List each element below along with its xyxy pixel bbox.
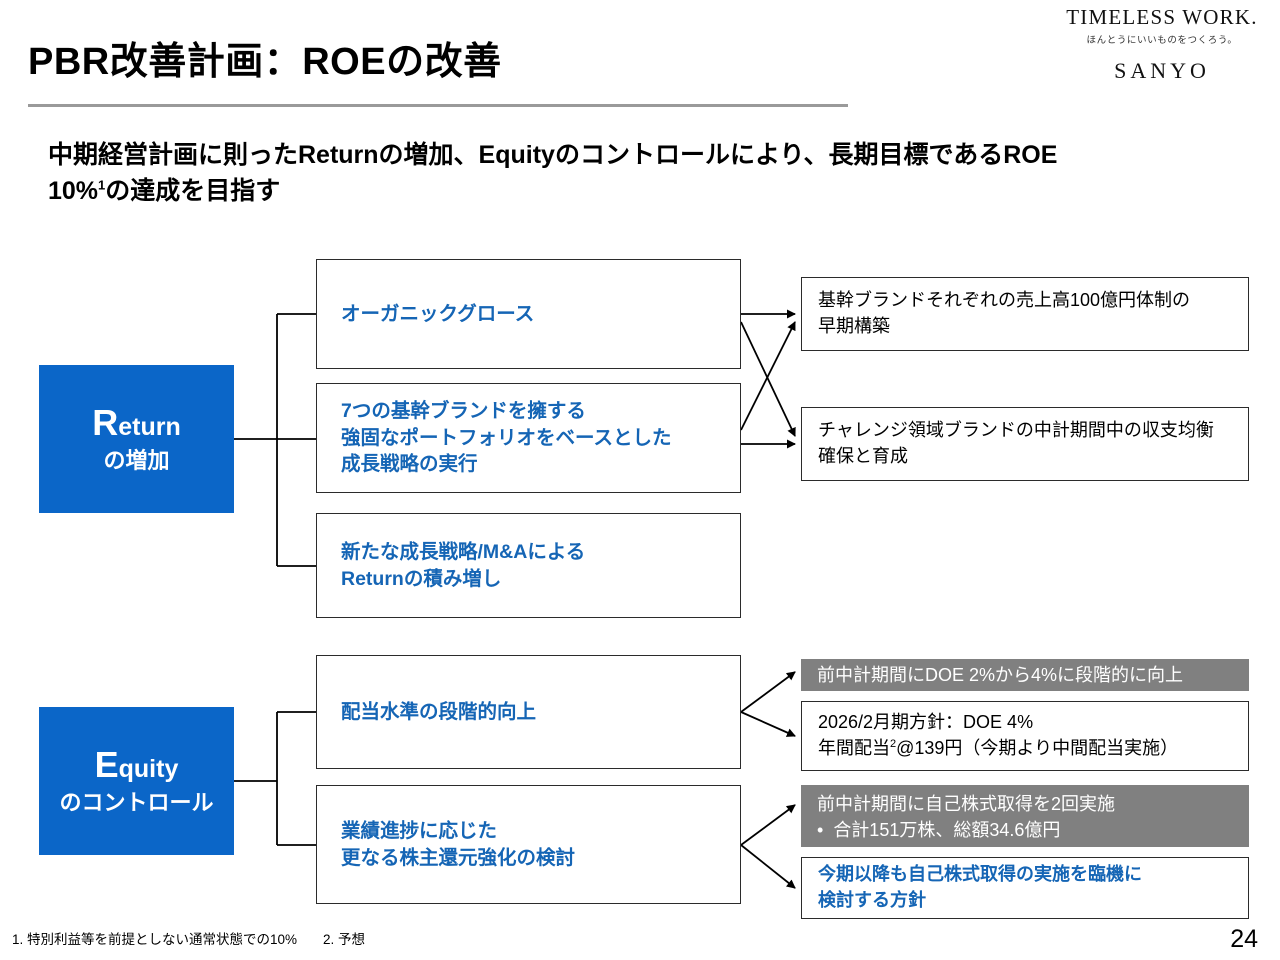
footnote-1: 1. 特別利益等を前提としない通常状態での10% — [12, 932, 298, 947]
driver-box-shareholder-return[interactable]: 業績進捗に応じた 更なる株主還元強化の検討 — [316, 785, 741, 904]
outcome-box-challenge-brand-balance[interactable]: チャレンジ領域ブランドの中計期間中の収支均衡 確保と育成 — [801, 407, 1249, 481]
pillar-return-rest: eturn — [118, 412, 181, 441]
company-logo: TIMELESS WORK. ほんとうにいいものをつくろう。 SANYO — [1058, 5, 1266, 84]
pillar-return-title: Return — [92, 401, 181, 443]
pillar-return-initial: R — [92, 401, 119, 443]
outcome-bar-buyback-history-label: 前中計期間に自己株式取得を2回実施 • 合計151万株、総額34.6億円 — [817, 791, 1115, 843]
driver-box-dividend-increase[interactable]: 配当水準の段階的向上 — [316, 655, 741, 769]
outcome-box-doe-policy-label: 2026/2月期方針：DOE 4% 年間配当2@139円（今期より中間配当実施） — [818, 710, 1178, 761]
pillar-equity-subtitle: のコントロール — [59, 789, 214, 815]
shareholder-return-line-2: 更なる株主還元強化の検討 — [341, 846, 576, 869]
challenge-line-2: 確保と育成 — [818, 446, 908, 466]
page-number: 24 — [1230, 925, 1258, 953]
buyback-history-line-1: 前中計期間に自己株式取得を2回実施 — [817, 794, 1116, 814]
brand-sales-line-1: 基幹ブランドそれぞれの売上高100億円体制の — [818, 290, 1191, 311]
logo-brand-text: SANYO — [1114, 58, 1210, 84]
outcome-box-future-buyback-label: 今期以降も自己株式取得の実施を臨機に 検討する方針 — [818, 862, 1142, 913]
footnotes: 1. 特別利益等を前提としない通常状態での10% 2. 予想 — [12, 928, 365, 948]
outcome-bar-buyback-history[interactable]: 前中計期間に自己株式取得を2回実施 • 合計151万株、総額34.6億円 — [801, 785, 1249, 847]
logo-tagline: ほんとうにいいものをつくろう。 — [1086, 35, 1238, 47]
shareholder-return-line-1: 業績進捗に応じた — [341, 819, 498, 842]
driver-box-portfolio-strategy[interactable]: 7つの基幹ブランドを擁する 強固なポートフォリオをベースとした 成長戦略の実行 — [316, 383, 741, 493]
future-buyback-line-1: 今期以降も自己株式取得の実施を臨機に — [818, 864, 1142, 885]
outcome-bar-doe-history-label: 前中計期間にDOE 2%から4%に段階的に向上 — [817, 664, 1184, 685]
doe-policy-line-2-suffix: @139円（今期より中間配当実施） — [896, 738, 1179, 758]
brand-sales-line-2: 早期構築 — [818, 316, 890, 336]
lead-line-2-suffix: の達成を目指す — [105, 176, 281, 205]
outcome-box-brand-sales-target[interactable]: 基幹ブランドそれぞれの売上高100億円体制の 早期構築 — [801, 277, 1249, 351]
driver-box-shareholder-return-label: 業績進捗に応じた 更なる株主還元強化の検討 — [341, 818, 575, 872]
page-title: PBR改善計画：ROEの改善 — [28, 41, 502, 83]
driver-box-ma-growth[interactable]: 新たな成長戦略/M&Aによる Returnの積み増し — [316, 513, 741, 618]
pillar-equity-rest: quity — [118, 754, 179, 783]
lead-statement: 中期経営計画に則ったReturnの増加、Equityのコントロールにより、長期目… — [48, 138, 1258, 209]
driver-box-organic-growth-label: オーガニックグロース — [341, 302, 535, 325]
doe-policy-line-1: 2026/2月期方針：DOE 4% — [818, 712, 1034, 733]
future-buyback-line-2: 検討する方針 — [818, 890, 926, 910]
challenge-line-1: チャレンジ領域ブランドの中計期間中の収支均衡 — [818, 420, 1214, 441]
driver-box-dividend-increase-label: 配当水準の段階的向上 — [341, 700, 537, 723]
bullet-icon: • — [817, 820, 824, 841]
outcome-box-challenge-brand-balance-label: チャレンジ領域ブランドの中計期間中の収支均衡 確保と育成 — [818, 418, 1214, 469]
logo-main-text: TIMELESS WORK. — [1066, 5, 1258, 29]
portfolio-line-1: 7つの基幹ブランドを擁する — [341, 399, 586, 422]
buyback-history-bullet-row: • 合計151万株、総額34.6億円 — [817, 817, 1115, 843]
pillar-equity-title: Equity — [94, 743, 179, 785]
doe-policy-line-2-prefix: 年間配当 — [818, 738, 890, 758]
pillar-equity: Equity のコントロール — [39, 707, 234, 855]
lead-footnote-marker: 1 — [98, 177, 106, 193]
buyback-history-line-2: 合計151万株、総額34.6億円 — [833, 820, 1061, 841]
outcome-box-brand-sales-target-label: 基幹ブランドそれぞれの売上高100億円体制の 早期構築 — [818, 288, 1190, 339]
driver-box-organic-growth[interactable]: オーガニックグロース — [316, 259, 741, 369]
footnote-2: 2. 予想 — [323, 932, 366, 947]
ma-line-1: 新たな成長戦略/M&Aによる — [341, 540, 586, 563]
doe-policy-footnote-marker: 2 — [890, 738, 897, 750]
outcome-box-future-buyback[interactable]: 今期以降も自己株式取得の実施を臨機に 検討する方針 — [801, 857, 1249, 919]
ma-line-2: Returnの積み増し — [341, 567, 502, 590]
driver-box-portfolio-strategy-label: 7つの基幹ブランドを擁する 強固なポートフォリオをベースとした 成長戦略の実行 — [341, 398, 672, 479]
portfolio-line-2: 強固なポートフォリオをベースとした — [341, 426, 672, 449]
title-divider — [28, 104, 848, 107]
pillar-equity-initial: E — [94, 743, 119, 785]
outcome-box-doe-policy[interactable]: 2026/2月期方針：DOE 4% 年間配当2@139円（今期より中間配当実施） — [801, 701, 1249, 771]
outcome-bar-doe-history[interactable]: 前中計期間にDOE 2%から4%に段階的に向上 — [801, 659, 1249, 691]
portfolio-line-3: 成長戦略の実行 — [341, 453, 478, 476]
pillar-return-subtitle: の増加 — [103, 447, 170, 473]
pillar-return: Return の増加 — [39, 365, 234, 513]
lead-line-2-prefix: 10% — [48, 176, 99, 205]
lead-line-1: 中期経営計画に則ったReturnの増加、Equityのコントロールにより、長期目… — [48, 141, 1058, 169]
driver-box-ma-growth-label: 新たな成長戦略/M&Aによる Returnの積み増し — [341, 539, 585, 593]
